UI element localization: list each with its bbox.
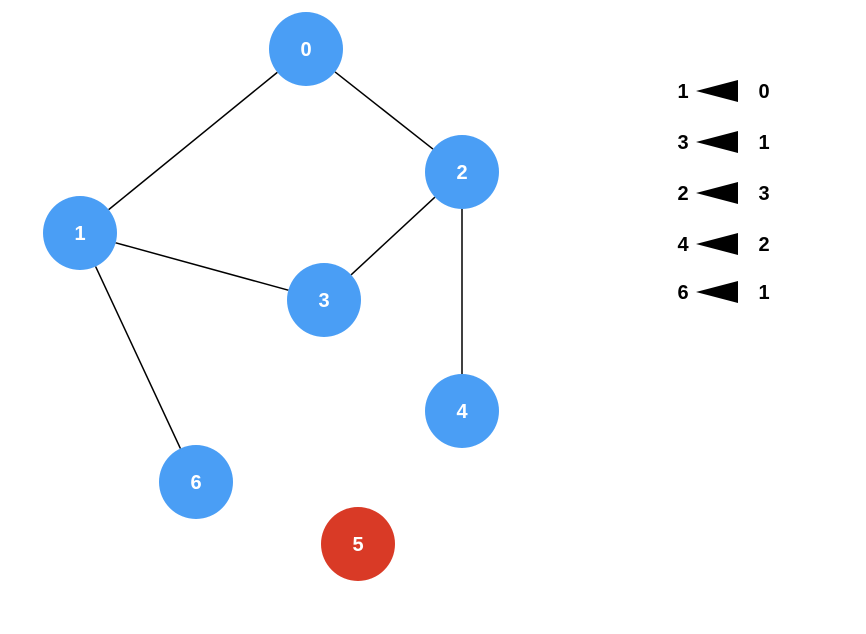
node-0: 0 <box>269 12 343 86</box>
legend-parent: 1 <box>758 132 769 154</box>
legend-child: 2 <box>677 183 688 205</box>
legend-parent: 3 <box>758 183 769 205</box>
edge-2-3 <box>350 196 436 276</box>
edge-1-6 <box>94 266 182 449</box>
legend-child: 3 <box>677 132 688 154</box>
node-label: 0 <box>300 39 311 61</box>
node-circle <box>425 135 499 209</box>
node-layer: 0 1 2 3 4 5 6 <box>43 12 499 581</box>
legend-parent: 2 <box>758 234 769 256</box>
legend-child: 1 <box>677 81 688 103</box>
node-2: 2 <box>425 135 499 209</box>
node-3: 3 <box>287 263 361 337</box>
node-circle <box>159 445 233 519</box>
node-4: 4 <box>425 374 499 448</box>
edge-0-1 <box>108 71 278 211</box>
node-label: 3 <box>318 290 329 312</box>
legend-child: 6 <box>677 282 688 304</box>
left-arrow-icon <box>696 80 738 102</box>
node-5: 5 <box>321 507 395 581</box>
node-label: 4 <box>456 401 468 423</box>
legend-child: 4 <box>677 234 689 256</box>
legend-parent: 0 <box>758 81 769 103</box>
node-6: 6 <box>159 445 233 519</box>
node-label: 5 <box>352 534 363 556</box>
edge-layer <box>94 71 463 449</box>
left-arrow-icon <box>696 182 738 204</box>
node-circle <box>269 12 343 86</box>
node-circle <box>43 196 117 270</box>
node-circle <box>425 374 499 448</box>
node-1: 1 <box>43 196 117 270</box>
node-circle <box>321 507 395 581</box>
left-arrow-icon <box>696 131 738 153</box>
left-arrow-icon <box>696 233 738 255</box>
edge-0-2 <box>334 71 434 150</box>
node-circle <box>287 263 361 337</box>
node-label: 2 <box>456 162 467 184</box>
node-label: 6 <box>190 472 201 494</box>
legend-parent: 1 <box>758 282 769 304</box>
edge-1-3 <box>115 242 289 291</box>
left-arrow-icon <box>696 281 738 303</box>
node-label: 1 <box>74 223 85 245</box>
